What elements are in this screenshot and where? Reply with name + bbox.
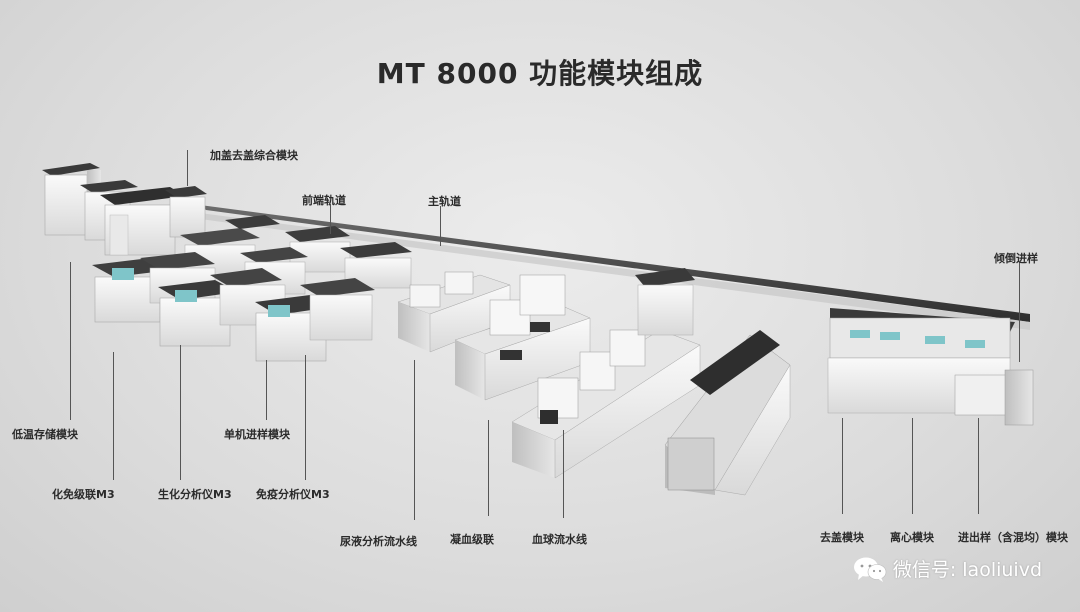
label-centrifuge: 离心模块	[890, 531, 934, 544]
leader-tilt	[1019, 262, 1020, 362]
label-biochem-m3: 生化分析仪M3	[158, 488, 232, 501]
label-capper-decapper: 加盖去盖综合模块	[210, 149, 298, 162]
leader-hema	[563, 430, 564, 518]
label-single-loading: 单机进样模块	[224, 428, 290, 441]
leader-io	[978, 418, 979, 514]
leader-immuno	[305, 355, 306, 480]
leader-biochem	[180, 345, 181, 480]
leader-front-track	[330, 204, 331, 234]
leader-chem-immuno	[113, 352, 114, 480]
leader-main-track	[440, 206, 441, 246]
label-urine-line: 尿液分析流水线	[340, 535, 417, 548]
label-io-module: 进出样（含混均）模块	[958, 531, 1068, 544]
coag-cascade	[454, 274, 591, 401]
watermark-text: 微信号: laoliuivd	[892, 559, 1042, 581]
sample-io-modules	[827, 308, 1034, 426]
leader-centrifuge	[912, 418, 913, 514]
main-track	[200, 205, 1030, 322]
leader-coag	[488, 420, 489, 516]
leader-urine	[414, 360, 415, 520]
centrifuge-decap-block	[664, 330, 791, 496]
page-title: MT 8000 功能模块组成	[376, 57, 704, 90]
leader-cold-storage	[70, 262, 71, 420]
watermark: 微信号: laoliuivd	[853, 555, 1042, 582]
label-immuno-m3: 免疫分析仪M3	[256, 488, 330, 501]
label-decap: 去盖模块	[820, 531, 864, 544]
label-front-track: 前端轨道	[302, 194, 346, 207]
leader-decap	[842, 418, 843, 514]
label-cold-storage: 低温存储模块	[12, 428, 78, 441]
label-coag-cascade: 凝血级联	[450, 533, 494, 546]
leader-capper	[187, 150, 188, 186]
hematology-line	[511, 268, 701, 479]
label-hema-line: 血球流水线	[532, 533, 587, 546]
chem-immuno-cascade	[92, 215, 412, 362]
wechat-icon	[853, 557, 887, 582]
cold-storage-module	[42, 163, 207, 256]
label-main-track: 主轨道	[428, 195, 461, 208]
label-tilt-loading: 倾倒进样	[994, 252, 1038, 265]
leader-single-loading	[266, 360, 267, 420]
label-chem-immuno-m3: 化免级联M3	[52, 488, 115, 501]
